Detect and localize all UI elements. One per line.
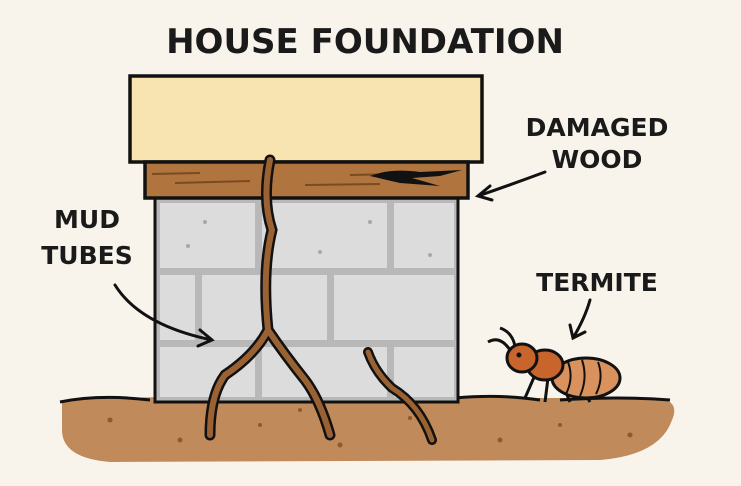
arrows [113,170,592,348]
diagram-title: HOUSE FOUNDATION [166,22,564,62]
wood-crack [370,170,462,186]
arrow-damaged-wood [474,170,547,202]
concrete-block-wall [153,194,460,404]
sill-plate [128,74,484,164]
label-mud: MUD [54,205,120,234]
label-termite: TERMITE [536,268,658,297]
label-tubes: TUBES [41,241,133,270]
damaged-wood-beam [143,160,470,200]
termite-illustration [487,326,622,403]
label-damaged: DAMAGED [526,113,669,142]
label-wood: WOOD [552,145,643,174]
mud-tubes [204,154,437,445]
arrow-termite [568,298,592,341]
arrow-mud-tubes [113,283,215,348]
soil [59,394,675,462]
